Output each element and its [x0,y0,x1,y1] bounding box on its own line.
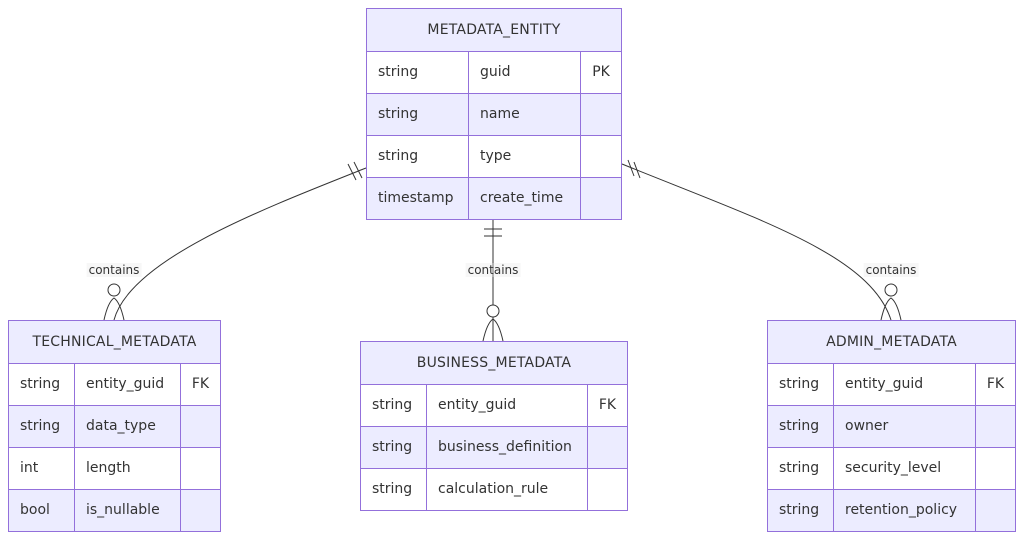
attribute-type: string [779,460,820,476]
attribute-row: string security_level [768,448,1015,490]
exactly-one-marker-technical-b [353,161,363,179]
attribute-row: string name [367,94,621,136]
attribute-key [975,406,1015,447]
exactly-one-marker-admin-a [627,159,635,177]
entity-title: BUSINESS_METADATA [361,342,627,385]
attribute-key: FK [587,385,627,426]
attribute-row: timestamp create_time [367,178,621,219]
attribute-type: string [378,64,419,80]
attribute-row: string entity_guid FK [9,364,220,406]
attribute-name: length [74,448,180,489]
attribute-type: string [779,376,820,392]
attribute-row: string entity_guid FK [361,385,627,427]
attribute-row: string retention_policy [768,490,1015,531]
entity-business-metadata[interactable]: BUSINESS_METADATA string entity_guid FK … [360,341,628,511]
attribute-type: string [378,148,419,164]
attribute-type: string [20,418,61,434]
attribute-name: entity_guid [426,385,587,426]
zero-marker-business [486,304,500,318]
attribute-type: string [779,502,820,518]
exactly-one-marker-technical-a [347,163,357,181]
attribute-type: string [372,439,413,455]
attribute-type: string [20,376,61,392]
many-marker-business [482,318,504,342]
attribute-name: is_nullable [74,490,180,531]
relationship-label-technical: contains [86,263,142,277]
exactly-one-marker-admin-b [633,161,641,179]
attribute-key [180,406,220,447]
attribute-key [975,490,1015,531]
attribute-type: string [372,481,413,497]
entity-metadata-entity[interactable]: METADATA_ENTITY string guid PK string na… [366,8,622,220]
attribute-key [975,448,1015,489]
attribute-key [580,94,621,135]
attribute-type: string [372,397,413,413]
attribute-type: timestamp [378,190,454,206]
attribute-row: string business_definition [361,427,627,469]
attribute-name: entity_guid [74,364,180,405]
attribute-name: create_time [468,178,580,219]
attribute-row: string owner [768,406,1015,448]
attribute-name: name [468,94,580,135]
attribute-name: entity_guid [833,364,975,405]
attribute-name: security_level [833,448,975,489]
attribute-row: string data_type [9,406,220,448]
attribute-name: calculation_rule [426,469,587,510]
attribute-key [587,427,627,468]
zero-marker-technical [107,283,121,297]
entity-title: TECHNICAL_METADATA [9,321,220,364]
attribute-name: owner [833,406,975,447]
many-marker-admin [880,297,902,321]
attribute-row: int length [9,448,220,490]
entity-title: METADATA_ENTITY [367,9,621,52]
entity-technical-metadata[interactable]: TECHNICAL_METADATA string entity_guid FK… [8,320,221,532]
attribute-name: retention_policy [833,490,975,531]
attribute-type: string [378,106,419,122]
attribute-name: business_definition [426,427,587,468]
attribute-row: string calculation_rule [361,469,627,510]
attribute-name: type [468,136,580,177]
attribute-type: int [20,460,39,476]
attribute-row: string type [367,136,621,178]
attribute-key: FK [180,364,220,405]
relationship-line-admin [621,163,892,321]
attribute-key: FK [975,364,1015,405]
attribute-row: string guid PK [367,52,621,94]
attribute-key [180,448,220,489]
attribute-key: PK [580,52,621,93]
attribute-row: string entity_guid FK [768,364,1015,406]
attribute-key [580,136,621,177]
attribute-name: guid [468,52,580,93]
many-marker-technical [103,297,125,321]
attribute-key [180,490,220,531]
attribute-name: data_type [74,406,180,447]
attribute-key [580,178,621,219]
zero-marker-admin [884,283,898,297]
attribute-type: string [779,418,820,434]
relationship-label-admin: contains [863,263,919,277]
relationship-line-technical [113,167,367,321]
entity-title: ADMIN_METADATA [768,321,1015,364]
attribute-row: bool is_nullable [9,490,220,531]
attribute-key [587,469,627,510]
entity-admin-metadata[interactable]: ADMIN_METADATA string entity_guid FK str… [767,320,1016,532]
attribute-type: bool [20,502,50,518]
relationship-label-business: contains [465,263,521,277]
